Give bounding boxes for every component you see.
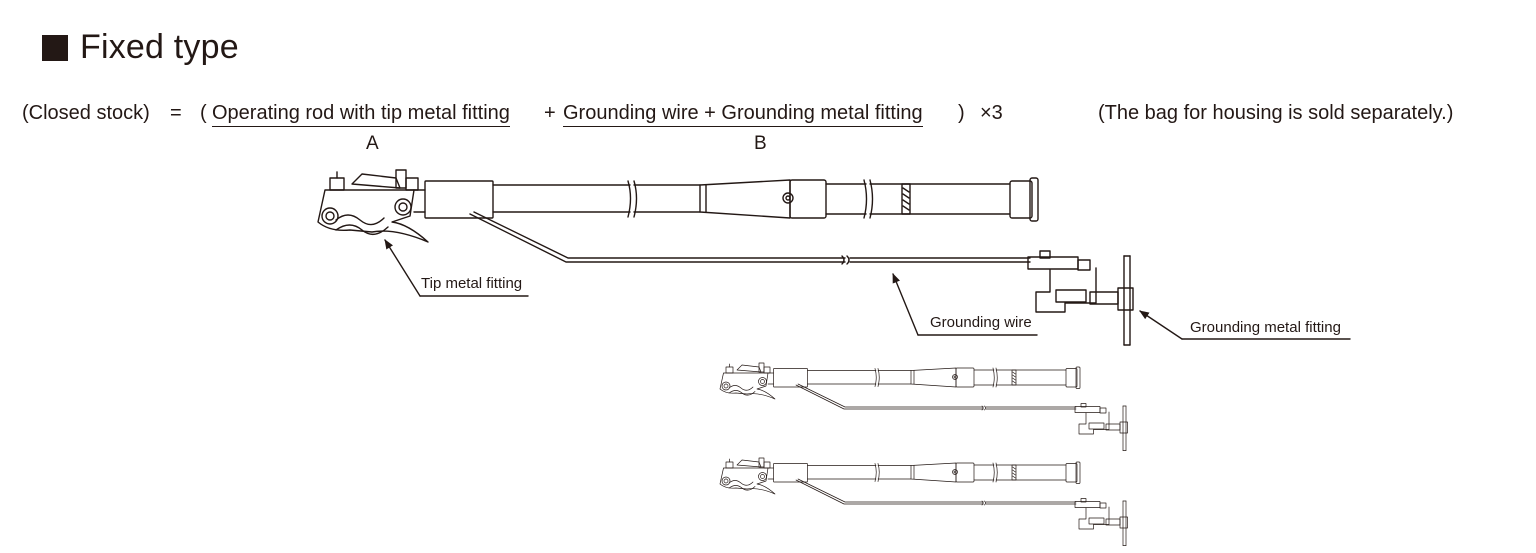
small-set-1 — [719, 362, 1128, 451]
formula-term-b: Grounding wire + Grounding metal fitting — [563, 102, 923, 127]
section-heading: Fixed type — [42, 28, 239, 67]
section-title: Fixed type — [80, 28, 239, 66]
formula-close-paren: ) — [958, 102, 965, 124]
formula-multiplier: ×3 — [980, 102, 1003, 124]
formula-plus: + — [544, 102, 556, 124]
formula-label-b: B — [754, 133, 767, 154]
bag-note: (The bag for housing is sold separately.… — [1098, 102, 1454, 124]
formula-open-paren: ( — [200, 102, 207, 124]
square-bullet-icon — [42, 34, 68, 61]
callout-tip-metal-fitting: Tip metal fitting — [421, 275, 523, 292]
formula-term-a: Operating rod with tip metal fitting — [212, 102, 510, 127]
formula-equals: = — [170, 102, 182, 124]
small-set-2 — [719, 457, 1128, 546]
callout-grounding-wire: Grounding wire — [930, 314, 1032, 331]
formula-label-a: A — [366, 133, 379, 154]
callout-grounding-metal-fitting: Grounding metal fitting — [1190, 319, 1341, 336]
formula-lhs: (Closed stock) — [22, 102, 150, 124]
